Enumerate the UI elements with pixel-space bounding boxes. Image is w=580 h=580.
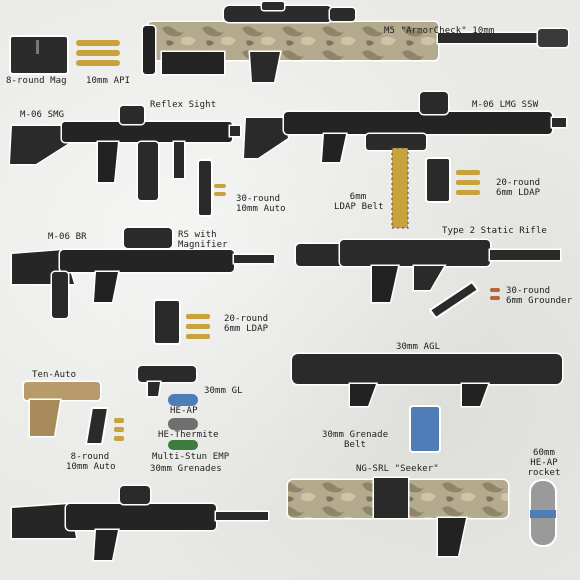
pistol-magazine-icon — [84, 407, 124, 445]
he-ap-grenade-icon — [168, 394, 198, 406]
he-thermite-label: HE-Thermite — [158, 430, 219, 440]
agl-belt-label-2: Belt — [343, 440, 367, 450]
bottom-rifle — [10, 484, 270, 562]
type2-label: Type 2 Static Rifle — [442, 226, 547, 236]
agl-belt-label-1: 30mm Grenade — [322, 430, 389, 440]
he-ap-label: HE-AP — [170, 406, 198, 416]
m06-br — [10, 226, 276, 320]
m5-mag-label: 8-round Mag — [6, 76, 67, 86]
rocket-label-2: HE-AP — [530, 458, 558, 468]
m5-ammo-label: 10mm API — [86, 76, 131, 86]
pistol-label: Ten-Auto — [32, 370, 77, 380]
lmg-ammo-belt-icon — [391, 147, 409, 229]
lmg-belt-label-1: 6mm — [349, 192, 367, 202]
br-mag-label-2: 6mm LDAP — [224, 324, 269, 334]
multi-stun-emp-grenade-icon — [168, 440, 198, 450]
multi-stun-label: Multi-Stun EMP — [152, 452, 230, 462]
lmg-mag-label-2: 6mm LDAP — [496, 188, 541, 198]
ng-srl-seeker-launcher — [286, 476, 510, 558]
lmg-magazine-icon — [425, 157, 480, 203]
he-thermite-grenade-icon — [168, 418, 198, 430]
m5-armorcheck-rifle — [141, 0, 570, 84]
m5-magazine-icon — [9, 35, 69, 75]
smg-mag-label-1: 30-round — [236, 194, 281, 204]
ten-auto-pistol — [22, 380, 102, 438]
pistol-mag-label-1: 8-round — [70, 452, 110, 462]
type2-magazine-icon — [428, 280, 500, 320]
type2-mag-label-1: 30-round — [506, 286, 551, 296]
lmg-belt-label-2: LDAP Belt — [334, 202, 384, 212]
rs-magnifier-label-2: Magnifier — [178, 240, 228, 250]
br-mag-label-1: 20-round — [224, 314, 269, 324]
type2-mag-label-2: 6mm Grounder — [506, 296, 573, 306]
m06-smg — [8, 104, 242, 202]
br-magazine-icon — [153, 299, 210, 345]
agl-30mm — [290, 352, 564, 408]
lmg-mag-label-1: 20-round — [496, 178, 541, 188]
smg-magazine-icon — [197, 159, 226, 217]
gl-label: 30mm GL — [204, 386, 243, 396]
rocket-label-3: rocket — [527, 468, 561, 478]
hedp-rocket-icon — [529, 479, 557, 547]
m5-ammo-icon — [76, 40, 120, 66]
type2-static-rifle — [294, 238, 562, 304]
reflex-sight-label: Reflex Sight — [150, 100, 217, 110]
grenades-label: 30mm Grenades — [150, 464, 222, 474]
lmg-label: M-06 LMG SSW — [472, 100, 539, 110]
agl-label: 30mm AGL — [396, 342, 441, 352]
seeker-label: NG-SRL "Seeker" — [356, 464, 439, 474]
m06-lmg-ssw — [242, 90, 568, 164]
smg-mag-label-2: 10mm Auto — [236, 204, 286, 214]
pistol-mag-label-2: 10mm Auto — [66, 462, 116, 472]
rs-magnifier-label-1: RS with — [178, 230, 217, 240]
rocket-label-1: 60mm — [532, 448, 556, 458]
smg-label: M-06 SMG — [20, 110, 65, 120]
br-label: M-06 BR — [48, 232, 87, 242]
agl-grenade-belt-icon — [409, 405, 441, 453]
grenade-launcher-30mm — [136, 364, 198, 398]
m5-rifle-label: M5 "ArmorCheck" 10mm — [384, 26, 495, 36]
